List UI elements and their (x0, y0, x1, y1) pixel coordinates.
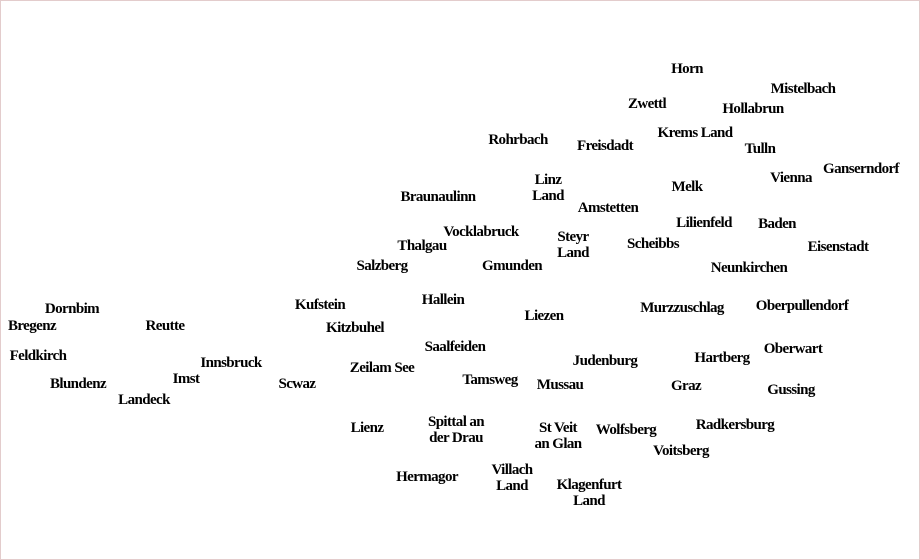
label-vienna: Vienna (770, 170, 812, 186)
label-horn: Horn (671, 61, 703, 77)
label-line: St Veit (539, 420, 578, 436)
label-freisdadt: Freisdadt (577, 138, 634, 154)
label-liezen: Liezen (524, 308, 564, 324)
label-radkersburg: Radkersburg (695, 417, 775, 433)
label-braunaulinn: Braunaulinn (400, 189, 476, 205)
label-lienz: Lienz (350, 420, 384, 436)
label-tulln: Tulln (744, 141, 776, 157)
label-line: Steyr (557, 229, 589, 245)
label-kufstein: Kufstein (294, 297, 346, 313)
label-line: Villach (491, 462, 533, 478)
label-line: der Drau (429, 430, 483, 446)
label-imst: Imst (172, 371, 200, 387)
label-scwaz: Scwaz (278, 376, 317, 392)
label-graz: Graz (670, 378, 702, 394)
label-vocklabruck: Vocklabruck (443, 224, 519, 240)
label-scheibbs: Scheibbs (627, 236, 679, 252)
label-lilienfeld: Lilienfeld (676, 215, 732, 231)
label-mussau: Mussau (536, 377, 584, 393)
label-murzzuschlag: Murzzuschlag (640, 300, 724, 316)
label-line: Land (573, 493, 605, 509)
label-judenburg: Judenburg (572, 353, 638, 369)
label-amstetten: Amstetten (577, 200, 639, 216)
label-eisenstadt: Eisenstadt (807, 239, 869, 255)
label-innsbruck: Innsbruck (200, 355, 262, 371)
label-zeilam-see: Zeilam See (349, 360, 415, 376)
label-hallein: Hallein (421, 292, 465, 308)
label-neunkirchen: Neunkirchen (710, 260, 788, 276)
label-hollabrun: Hollabrun (722, 101, 784, 117)
label-kitzbuhel: Kitzbuhel (326, 320, 385, 336)
label-dornbirn: Dornbim (44, 301, 100, 317)
label-mistelbach: Mistelbach (770, 81, 836, 97)
label-baden: Baden (758, 216, 796, 232)
label-line: Land (496, 478, 528, 494)
label-reutte: Reutte (145, 318, 185, 334)
label-line: Klagenfurt (556, 477, 622, 493)
label-krems-land: Krems Land (657, 125, 734, 141)
label-wolfsberg: Wolfsberg (595, 422, 657, 438)
label-line: Land (532, 188, 564, 204)
label-line: an Glan (534, 436, 582, 452)
label-salzberg: Salzberg (356, 258, 408, 274)
label-zwettl: Zwettl (627, 96, 667, 112)
label-gmunden: Gmunden (482, 258, 543, 274)
label-gussing: Gussing (767, 382, 815, 398)
label-tamsweg: Tamsweg (462, 372, 518, 388)
label-melk: Melk (671, 179, 704, 195)
label-ganserndorf: Ganserndorf (823, 161, 900, 177)
label-thalgau: Thalgau (397, 238, 447, 254)
label-blundenz: Blundenz (49, 376, 107, 392)
label-line: Spittal an (427, 414, 485, 430)
label-voitsberg: Voitsberg (653, 443, 709, 459)
label-feldkirch: Feldkirch (9, 348, 67, 364)
label-saalfeiden: Saalfeiden (424, 339, 486, 355)
label-line: Land (557, 245, 589, 261)
label-bregenz: Bregenz (7, 318, 57, 334)
label-rohrbach: Rohrbach (488, 132, 548, 148)
label-landeck: Landeck (118, 392, 170, 408)
label-hartberg: Hartberg (694, 350, 750, 366)
label-oberpullendorf: Oberpullendorf (755, 298, 849, 314)
label-hermagor: Hermagor (396, 469, 458, 485)
label-oberwart: Oberwart (763, 341, 823, 357)
label-line: Linz (534, 172, 562, 188)
